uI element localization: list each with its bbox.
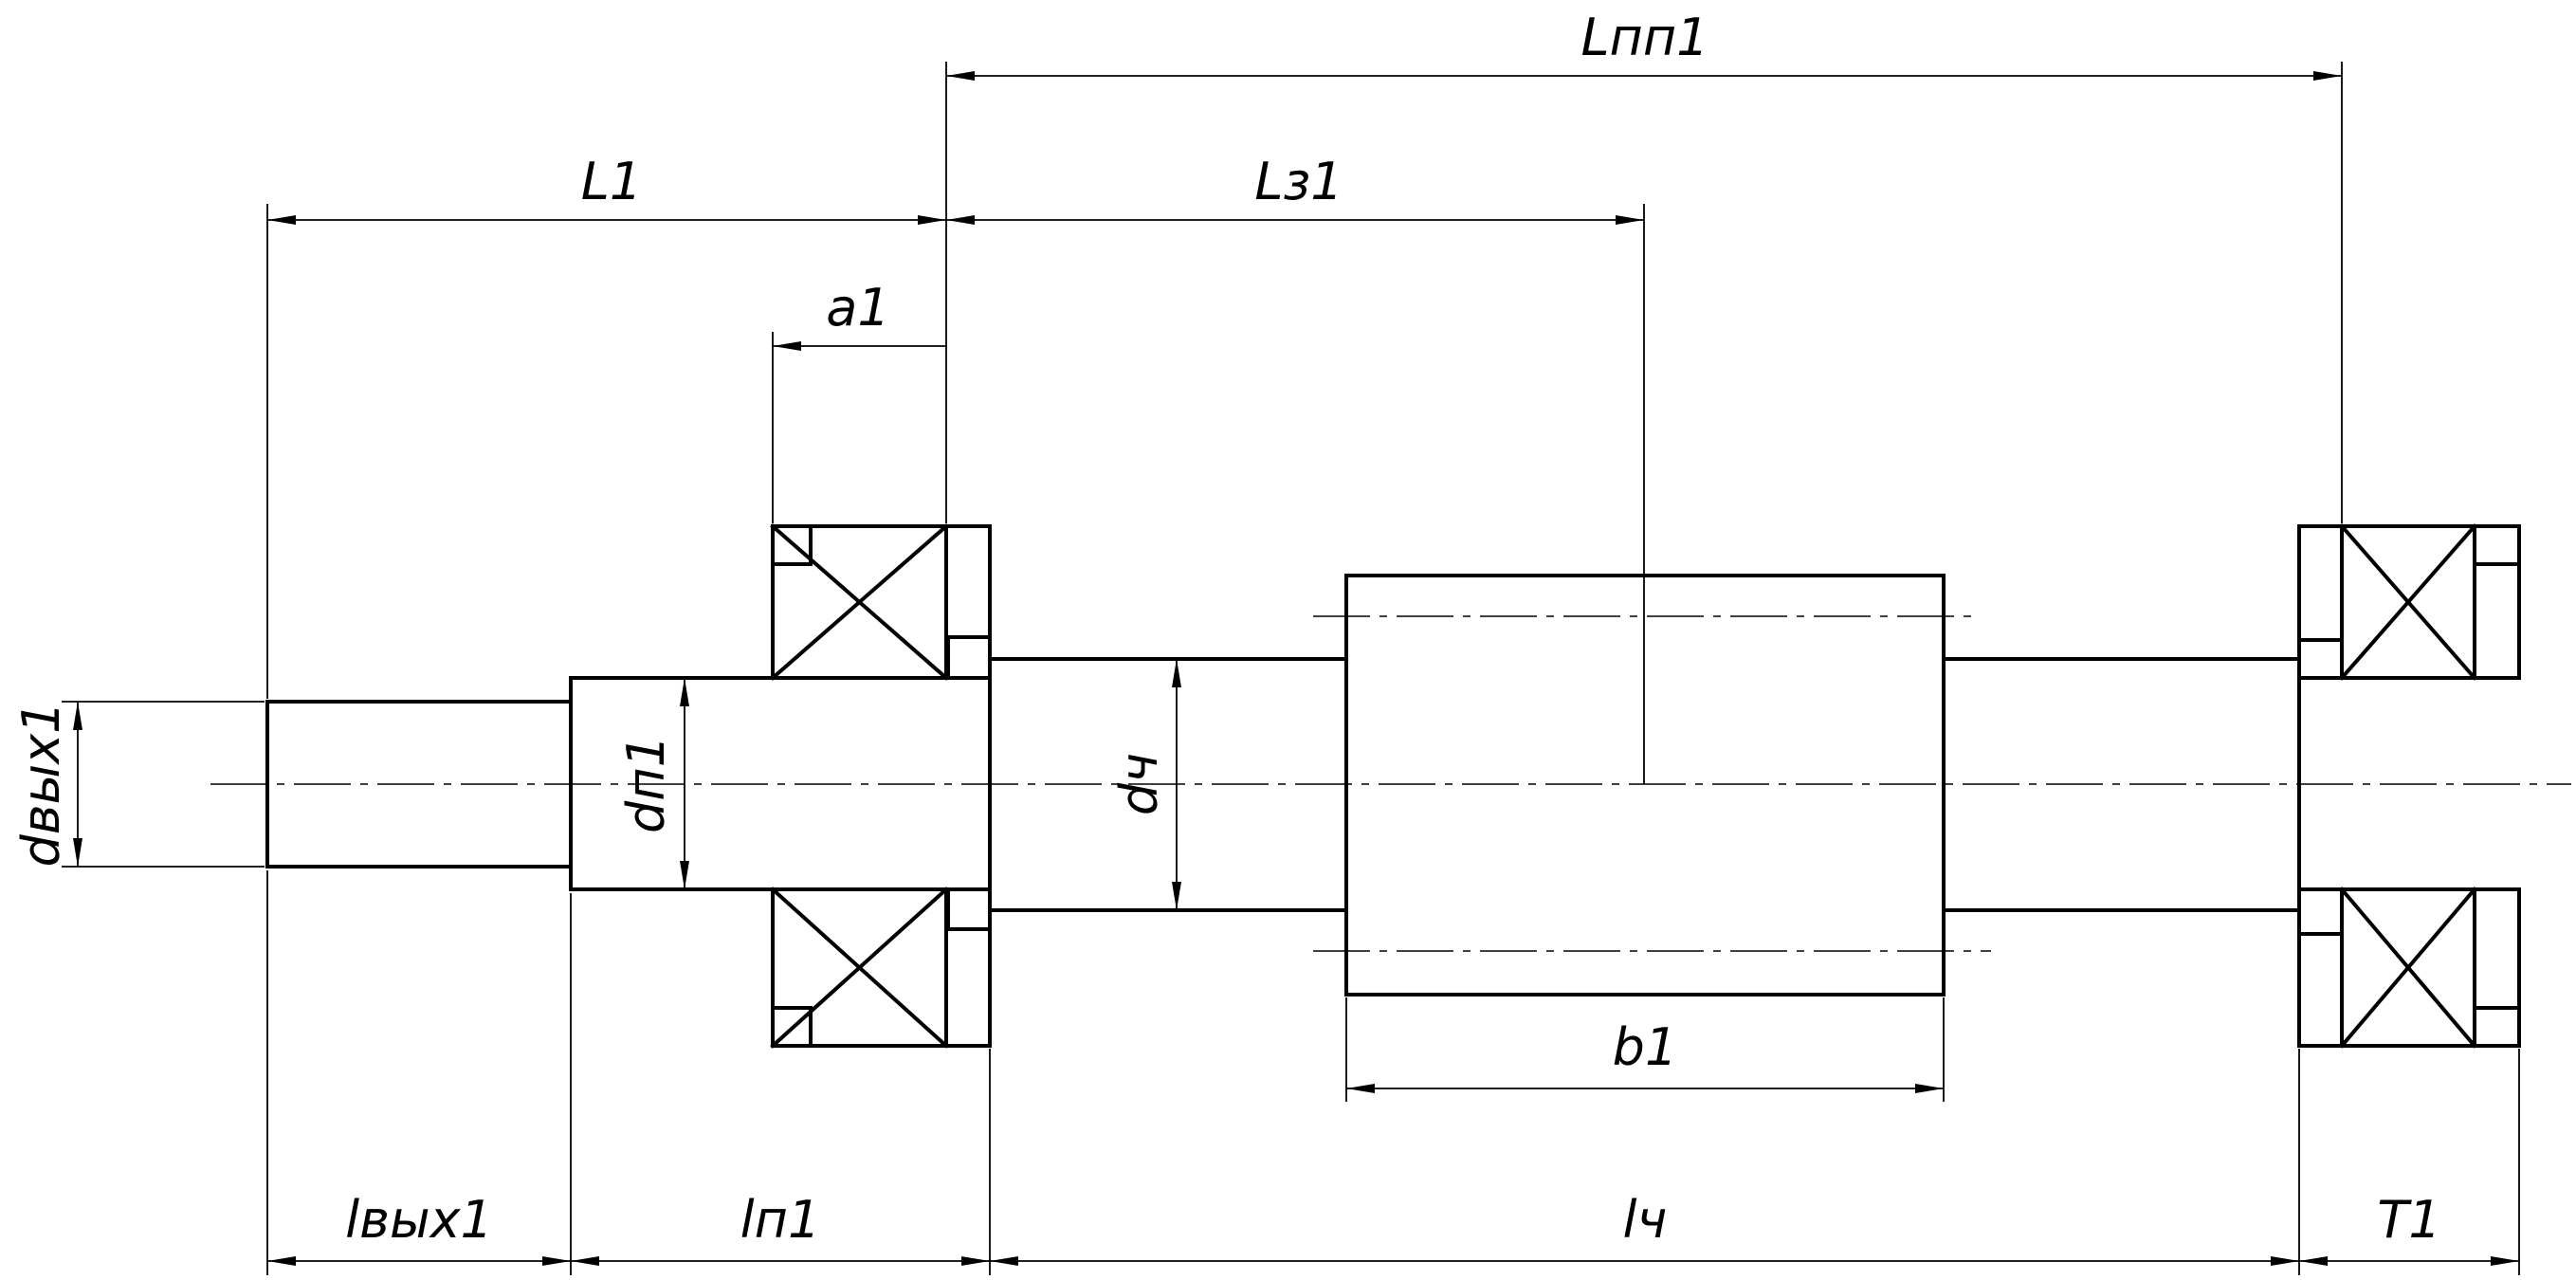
label-dp1: dп1 [616,735,676,833]
label-a1: a1 [826,278,889,338]
label-lp1: lп1 [740,1190,821,1250]
right-bearing-lower [2297,887,2521,1049]
right-bearing-upper [2297,523,2521,681]
label-L1: L1 [581,152,642,211]
label-dvyh1: dвых1 [11,701,71,867]
gear-body [1344,574,1946,997]
label-b1: b1 [1613,1017,1678,1077]
left-bearing-upper [770,523,992,681]
left-bearing-lower [770,887,992,1049]
label-lvyh1: lвых1 [345,1190,493,1250]
label-Lz1: Lз1 [1254,152,1343,211]
label-Lpp1: Lпп1 [1580,8,1708,67]
label-T1: T1 [2377,1190,2440,1250]
label-lch: lч [1623,1190,1668,1250]
label-dch: dч [1109,753,1169,815]
